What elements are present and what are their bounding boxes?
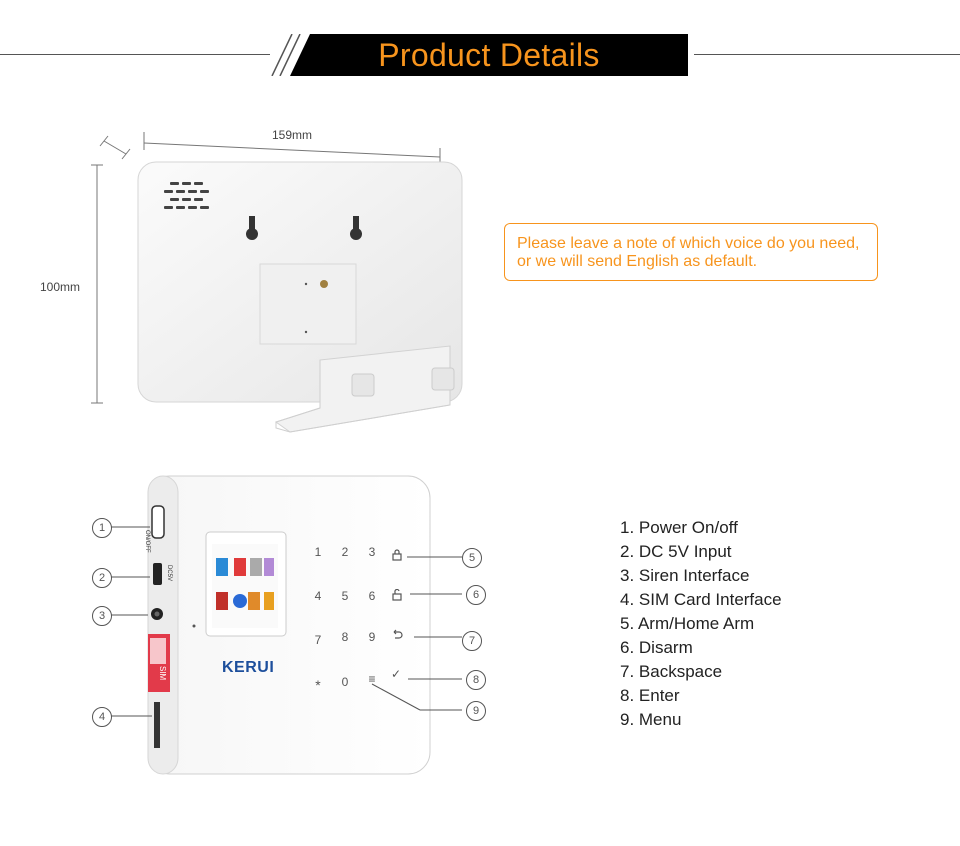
- key-7[interactable]: 7: [314, 633, 322, 647]
- device-back-view: [137, 161, 463, 433]
- callout-leader-lines: [111, 526, 462, 717]
- width-dimension-label: 159mm: [272, 128, 313, 142]
- brand-logo: KERUI: [222, 659, 275, 676]
- callout-3: 3: [92, 606, 112, 626]
- feature-item: 7. Backspace: [620, 662, 723, 681]
- callout-4: 4: [92, 707, 112, 727]
- feature-item: 8. Enter: [620, 686, 680, 705]
- callout-5: 5: [462, 548, 482, 568]
- header-slash-decoration: [271, 34, 301, 76]
- feature-item: 2. DC 5V Input: [620, 542, 732, 561]
- feature-item: 6. Disarm: [620, 638, 693, 657]
- key-9[interactable]: 9: [368, 630, 376, 644]
- page-title: Product Details: [378, 36, 600, 73]
- voice-note: Please leave a note of which voice do yo…: [504, 223, 878, 281]
- feature-item: 5. Arm/Home Arm: [620, 614, 755, 633]
- key-star[interactable]: *: [315, 677, 321, 693]
- callout-8: 8: [466, 670, 486, 690]
- device-front-view: [147, 475, 431, 775]
- header-banner: Product Details: [290, 34, 688, 76]
- header-rule-left: [0, 54, 270, 55]
- key-2[interactable]: 2: [341, 545, 349, 559]
- feature-item: 3. Siren Interface: [620, 566, 750, 585]
- key-8[interactable]: 8: [341, 630, 349, 644]
- header-rule-right: [694, 54, 960, 55]
- feature-list: 1. Power On/off 2. DC 5V Input 3. Siren …: [620, 516, 782, 732]
- arm-lock-icon[interactable]: [391, 549, 403, 561]
- feature-item: 9. Menu: [620, 710, 682, 729]
- disarm-unlock-icon[interactable]: [391, 589, 403, 601]
- feature-item: 1. Power On/off: [620, 518, 738, 537]
- key-4[interactable]: 4: [314, 589, 322, 603]
- banner-shape: [290, 34, 688, 76]
- dimension-lines: [91, 132, 441, 404]
- key-menu[interactable]: ≡: [368, 672, 376, 686]
- key-1[interactable]: 1: [314, 545, 322, 559]
- height-dimension-label: 100mm: [40, 280, 81, 294]
- key-6[interactable]: 6: [368, 589, 376, 603]
- key-3[interactable]: 3: [368, 545, 376, 559]
- backspace-icon[interactable]: [391, 629, 403, 641]
- key-5[interactable]: 5: [341, 589, 349, 603]
- callout-9: 9: [466, 701, 486, 721]
- key-0[interactable]: 0: [341, 675, 349, 689]
- callout-1: 1: [92, 518, 112, 538]
- callout-6: 6: [466, 585, 486, 605]
- callout-7: 7: [462, 631, 482, 651]
- key-enter[interactable]: ✓: [390, 667, 402, 681]
- callout-2: 2: [92, 568, 112, 588]
- feature-item: 4. SIM Card Interface: [620, 590, 782, 609]
